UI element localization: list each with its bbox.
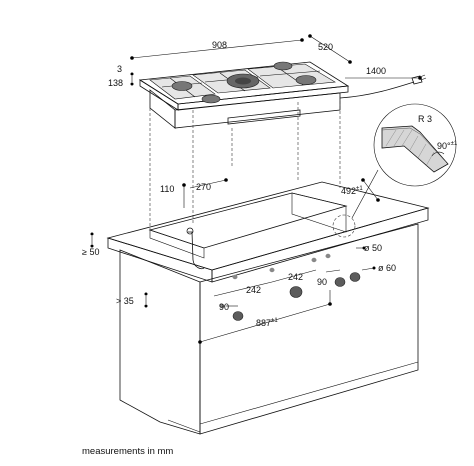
label-front-clearance: > 35 xyxy=(116,296,134,306)
label-knob-hole-small: ø 50 xyxy=(364,243,382,253)
label-detail-angle: 90°±1 xyxy=(437,141,458,151)
hob-dimension-lines xyxy=(130,34,422,86)
label-cutout-offset-side: 270 xyxy=(196,182,211,192)
control-knobs xyxy=(219,253,361,321)
label-cutout-depth: 492±1 xyxy=(341,186,363,196)
label-knob-offset-left: 90 xyxy=(219,302,229,312)
label-hob-width: 908 xyxy=(212,40,227,50)
base-cabinet xyxy=(106,181,430,435)
label-worktop-overhang: ≥ 50 xyxy=(82,247,99,257)
measurement-units-note: measurements in mm xyxy=(82,446,173,457)
label-hob-depth: 520 xyxy=(318,42,333,52)
cabinet-dimension-lines xyxy=(90,178,380,344)
projection-lines xyxy=(149,96,341,230)
dimension-labels: 908 520 1400 3 138 110 270 492±1 ≥ 50 > … xyxy=(82,40,458,328)
edge-detail-callout xyxy=(332,103,457,238)
gas-hob xyxy=(138,61,427,129)
burners xyxy=(171,61,317,104)
label-knob-offset-right: 90 xyxy=(317,277,327,287)
label-cable-length: 1400 xyxy=(366,66,386,76)
supply-cable xyxy=(339,81,415,99)
label-knob-spacing-left: 242 xyxy=(246,285,261,295)
gas-connector xyxy=(188,231,205,270)
label-detail-radius: R 3 xyxy=(418,114,432,124)
label-hob-thickness: 3 xyxy=(117,64,122,74)
label-hob-height: 138 xyxy=(108,78,123,88)
label-knob-spacing-right: 242 xyxy=(288,272,303,282)
label-cutout-offset-front: 110 xyxy=(160,184,174,194)
label-knob-hole-large: ø 60 xyxy=(378,263,396,273)
mains-plug xyxy=(411,75,423,85)
label-knob-row-width: 887±1 xyxy=(256,318,278,328)
